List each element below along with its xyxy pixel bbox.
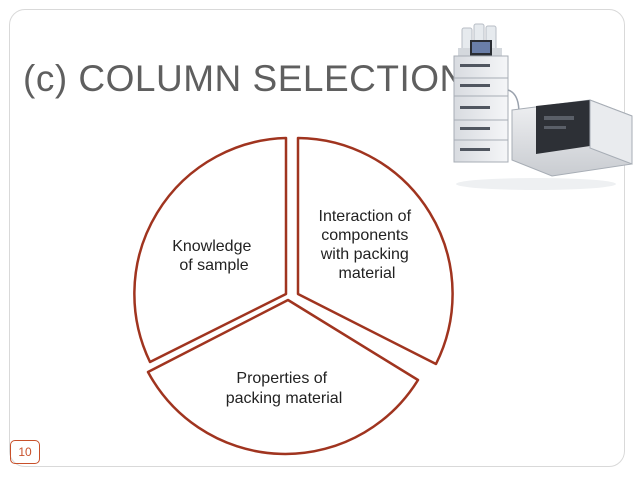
segment-knowledge-outline xyxy=(133,136,288,364)
segment-interaction-line-2: components xyxy=(321,227,408,244)
page-number-badge: 10 xyxy=(10,440,40,464)
segment-knowledge-line-2: of sample xyxy=(179,257,248,274)
segment-knowledge-line-1: Knowledge xyxy=(172,238,251,255)
hplc-instrument-icon xyxy=(453,23,633,190)
segment-knowledge-label: Knowledge of sample xyxy=(172,238,256,274)
segment-properties-line-2: packing material xyxy=(226,390,343,407)
segment-interaction-label: Interaction of components with packing m… xyxy=(319,208,416,282)
segment-interaction-outline xyxy=(296,136,454,366)
slide-title: (c) COLUMN SELECTION xyxy=(23,58,467,99)
segment-interaction-line-3: with packing xyxy=(320,246,409,263)
segment-properties-label: Properties of packing material xyxy=(226,370,343,407)
segment-interaction-line-1: Interaction of xyxy=(319,208,412,225)
segment-properties-line-1: Properties of xyxy=(236,370,327,387)
segment-interaction-line-4: material xyxy=(339,265,396,282)
segment-properties-outline xyxy=(146,298,420,456)
